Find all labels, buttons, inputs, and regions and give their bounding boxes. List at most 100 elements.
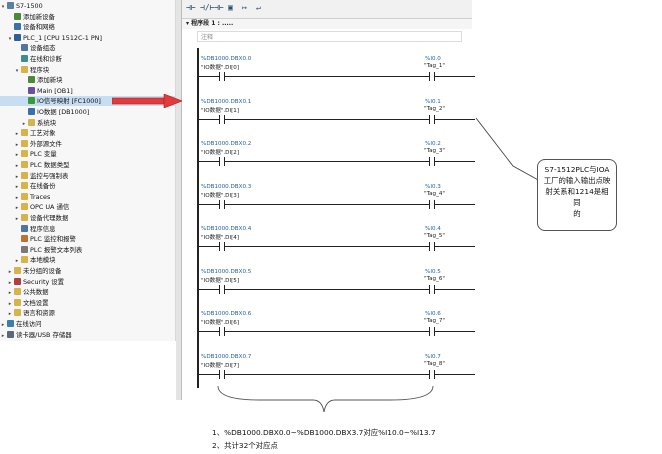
db-address[interactable]: %DB1000.DBX0.3: [201, 183, 252, 190]
chevron-right-icon[interactable]: ▸: [15, 258, 19, 265]
tree-item-label: 在线访问: [16, 320, 42, 328]
chevron-right-icon[interactable]: ▸: [8, 311, 12, 318]
db-address[interactable]: %DB1000.DBX0.0: [201, 56, 252, 62]
ladder-rung[interactable]: %DB1000.DBX0.4"IO数据".DI[4]%I0.4"Tag_5": [197, 226, 475, 268]
tree-item[interactable]: ▸文档设置: [0, 298, 175, 308]
tree-item[interactable]: ▸工艺对象: [0, 128, 175, 138]
tree-item[interactable]: ▾PLC_1 [CPU 1512C-1 PN]: [0, 33, 175, 43]
ladder-element-1-icon[interactable]: ⊣/⊢: [200, 3, 215, 12]
db-address[interactable]: %DB1000.DBX0.5: [201, 268, 252, 275]
tree-item[interactable]: ▸本地模块: [0, 255, 175, 265]
ladder-element-4-icon[interactable]: ↦: [242, 3, 247, 12]
tree-item[interactable]: ▸PLC 数据类型: [0, 160, 175, 170]
contact-left-bar: [219, 327, 220, 336]
input-address[interactable]: %I0.7: [425, 353, 441, 360]
input-address[interactable]: %I0.1: [425, 98, 441, 105]
input-address[interactable]: %I0.4: [425, 226, 441, 232]
tree-item[interactable]: ▸设备代理数据: [0, 213, 175, 223]
tree-item[interactable]: IO信号映射 [FC1000]: [0, 96, 175, 107]
chevron-down-icon[interactable]: ▾: [1, 4, 5, 10]
chevron-right-icon[interactable]: ▸: [15, 194, 19, 201]
db-address[interactable]: %DB1000.DBX0.6: [201, 311, 252, 317]
tree-item-label: 程序块: [30, 65, 50, 74]
db-address[interactable]: %DB1000.DBX0.7: [201, 353, 252, 360]
db-address[interactable]: %DB1000.DBX0.1: [201, 98, 252, 105]
ladder-rung[interactable]: %DB1000.DBX0.2"IO数据".DI[2]%I0.2"Tag_3": [197, 141, 475, 183]
tree-item[interactable]: ▸Traces: [0, 192, 175, 202]
chevron-right-icon[interactable]: ▸: [1, 322, 5, 328]
chevron-right-icon[interactable]: ▸: [8, 269, 12, 275]
tree-item[interactable]: 程序信息: [0, 224, 175, 234]
tree-item[interactable]: PLC 报警文本列表: [0, 245, 175, 255]
tree-item[interactable]: ▸语言和资源: [0, 308, 175, 318]
tree-item[interactable]: 设备和网络: [0, 22, 175, 32]
ladder-rung[interactable]: %DB1000.DBX0.3 "IO数据".DI[3] %I0.3"Tag_4": [197, 184, 475, 226]
ladder-element-3-icon[interactable]: ▣: [228, 3, 233, 12]
chevron-down-icon[interactable]: ▾: [8, 35, 12, 42]
chevron-right-icon[interactable]: ▸: [15, 131, 19, 138]
chevron-right-icon[interactable]: ▸: [8, 300, 12, 307]
tree-item[interactable]: IO数据 [DB1000]: [0, 107, 175, 117]
rung-wire: [225, 203, 429, 205]
tree-item[interactable]: ▸在线备份: [0, 181, 175, 191]
folder-icon: [14, 309, 21, 317]
text-list-icon: [21, 245, 28, 253]
chevron-right-icon[interactable]: ▸: [15, 141, 19, 148]
chevron-right-icon[interactable]: ▸: [15, 173, 19, 180]
ladder-rung[interactable]: %DB1000.DBX0.1"IO数据".DI[1]%I0.1"Tag_2": [197, 99, 475, 141]
input-tag: "Tag_4": [424, 190, 445, 197]
contact-right-bar: [224, 114, 225, 124]
db-address[interactable]: %DB1000.DBX0.4: [201, 226, 252, 232]
ladder-rung[interactable]: %DB1000.DBX0.6"IO数据".DI[6]%I0.6"Tag_7": [197, 311, 475, 353]
chevron-right-icon[interactable]: ▸: [1, 332, 5, 339]
tree-item[interactable]: ▸监控与强制表: [0, 171, 175, 181]
network-header[interactable]: ▾ 程序段 1 : .....: [182, 19, 472, 29]
ladder-rung[interactable]: %DB1000.DBX0.5"IO数据".DI[5]%I0.5"Tag_6": [197, 269, 475, 311]
tree-item[interactable]: ▾ 程序块: [0, 65, 175, 75]
chevron-right-icon[interactable]: ▸: [15, 184, 19, 191]
tree-item[interactable]: ▾S7-1500: [0, 1, 175, 11]
db-address[interactable]: %DB1000.DBX0.2: [201, 141, 252, 147]
tree-item[interactable]: ▸ 在线访问: [0, 319, 175, 329]
tree-item[interactable]: ▸OPC UA 通信: [0, 202, 175, 212]
input-tag: "Tag_8": [424, 360, 445, 367]
ladder-element-2-icon[interactable]: ⊣⊢: [214, 3, 224, 12]
ladder-rung[interactable]: %DB1000.DBX0.7"IO数据".DI[7]%I0.7"Tag_8": [197, 354, 475, 396]
chevron-right-icon[interactable]: ▸: [15, 205, 19, 212]
chevron-right-icon[interactable]: ▸: [15, 216, 19, 222]
tree-item-label: 系统块: [37, 118, 57, 127]
tree-item[interactable]: ▸外部源文件: [0, 139, 175, 149]
tree-item[interactable]: 添加新块: [0, 75, 175, 85]
chevron-right-icon[interactable]: ▸: [15, 163, 19, 169]
input-address[interactable]: %I0.2: [425, 141, 441, 147]
network-comment[interactable]: 注释: [197, 31, 462, 42]
chevron-right-icon[interactable]: ▸: [8, 279, 12, 286]
ladder-rung[interactable]: %DB1000.DBX0.0"IO数据".DI[0]%I0.0"Tag_1": [197, 56, 475, 98]
tree-item[interactable]: ▸公共数据: [0, 287, 175, 297]
chevron-right-icon[interactable]: ▸: [15, 152, 19, 159]
tree-item[interactable]: PLC 监控和报警: [0, 234, 175, 244]
chevron-right-icon[interactable]: ▸: [8, 290, 12, 297]
tree-item-label: IO信号映射 [FC1000]: [37, 97, 101, 106]
panel-splitter[interactable]: [176, 0, 182, 400]
tree-item[interactable]: Main [OB1]: [0, 86, 175, 96]
tree-item[interactable]: ▸Security 设置: [0, 277, 175, 287]
chevron-right-icon[interactable]: ▸: [22, 120, 26, 127]
tree-item[interactable]: ▸ 系统块: [0, 118, 175, 128]
ladder-element-5-icon[interactable]: ↵: [256, 3, 261, 12]
ladder-element-0-icon[interactable]: ⊣⊢: [186, 3, 196, 12]
tree-item[interactable]: ▸PLC 变量: [0, 149, 175, 159]
rung-wire: [197, 373, 219, 375]
tree-item[interactable]: 添加新设备: [0, 12, 175, 22]
input-address[interactable]: %I0.0: [425, 56, 441, 62]
input-address[interactable]: %I0.6: [425, 311, 441, 317]
chevron-down-icon[interactable]: ▾: [15, 67, 19, 74]
tree-item[interactable]: ▸读卡器/USB 存储器: [0, 330, 175, 340]
tree-item[interactable]: 设备组态: [0, 43, 175, 53]
tree-item[interactable]: ▸未分组的设备: [0, 266, 175, 276]
contact-right-bar: [224, 284, 225, 294]
tree-item[interactable]: 在线和诊断: [0, 54, 175, 64]
input-address[interactable]: %I0.5: [425, 268, 441, 275]
input-address[interactable]: %I0.3: [425, 183, 441, 190]
db-tag: "IO数据".DI[3]: [201, 192, 240, 199]
